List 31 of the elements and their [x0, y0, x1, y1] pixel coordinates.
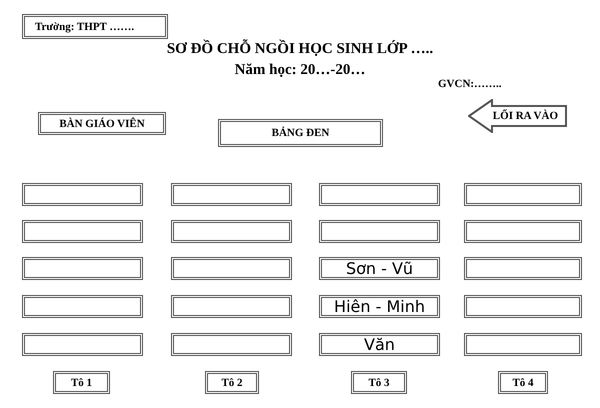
desk-box — [22, 257, 143, 280]
school-year-text: Năm học: 20…-20… — [234, 61, 366, 79]
desk-box — [22, 183, 143, 206]
desk-box — [171, 257, 292, 280]
desk-box — [319, 220, 440, 243]
homeroom-teacher-text: GVCN:…….. — [438, 77, 502, 91]
desk-box — [171, 295, 292, 318]
desk-box — [22, 220, 143, 243]
group-box: Tô 1 — [53, 371, 110, 394]
school-box: Trường: THPT ……. — [22, 14, 168, 39]
desk-box: Sơn - Vũ — [319, 257, 440, 280]
desk-box: Hiên - Minh — [319, 295, 440, 318]
desk-box — [319, 183, 440, 206]
desk-box — [464, 257, 582, 280]
desk-box — [22, 333, 143, 356]
desk-box — [171, 183, 292, 206]
desk-box — [171, 333, 292, 356]
desk-box — [464, 295, 582, 318]
label-box: BÀN GIÁO VIÊN — [38, 112, 166, 135]
label-box: BẢNG ĐEN — [218, 119, 383, 147]
desk-box — [464, 183, 582, 206]
desk-box — [464, 220, 582, 243]
desk-box: Văn — [319, 333, 440, 356]
title: SƠ ĐỒ CHỖ NGỒI HỌC SINH LỚP ….. — [166, 40, 434, 58]
desk-box — [464, 333, 582, 356]
group-box: Tô 2 — [205, 371, 259, 394]
desk-box — [171, 220, 292, 243]
group-box: Tô 3 — [351, 371, 407, 394]
exit-arrow: LỐI RA VÀO — [468, 99, 568, 133]
group-box: Tô 4 — [498, 371, 548, 394]
desk-box — [22, 295, 143, 318]
